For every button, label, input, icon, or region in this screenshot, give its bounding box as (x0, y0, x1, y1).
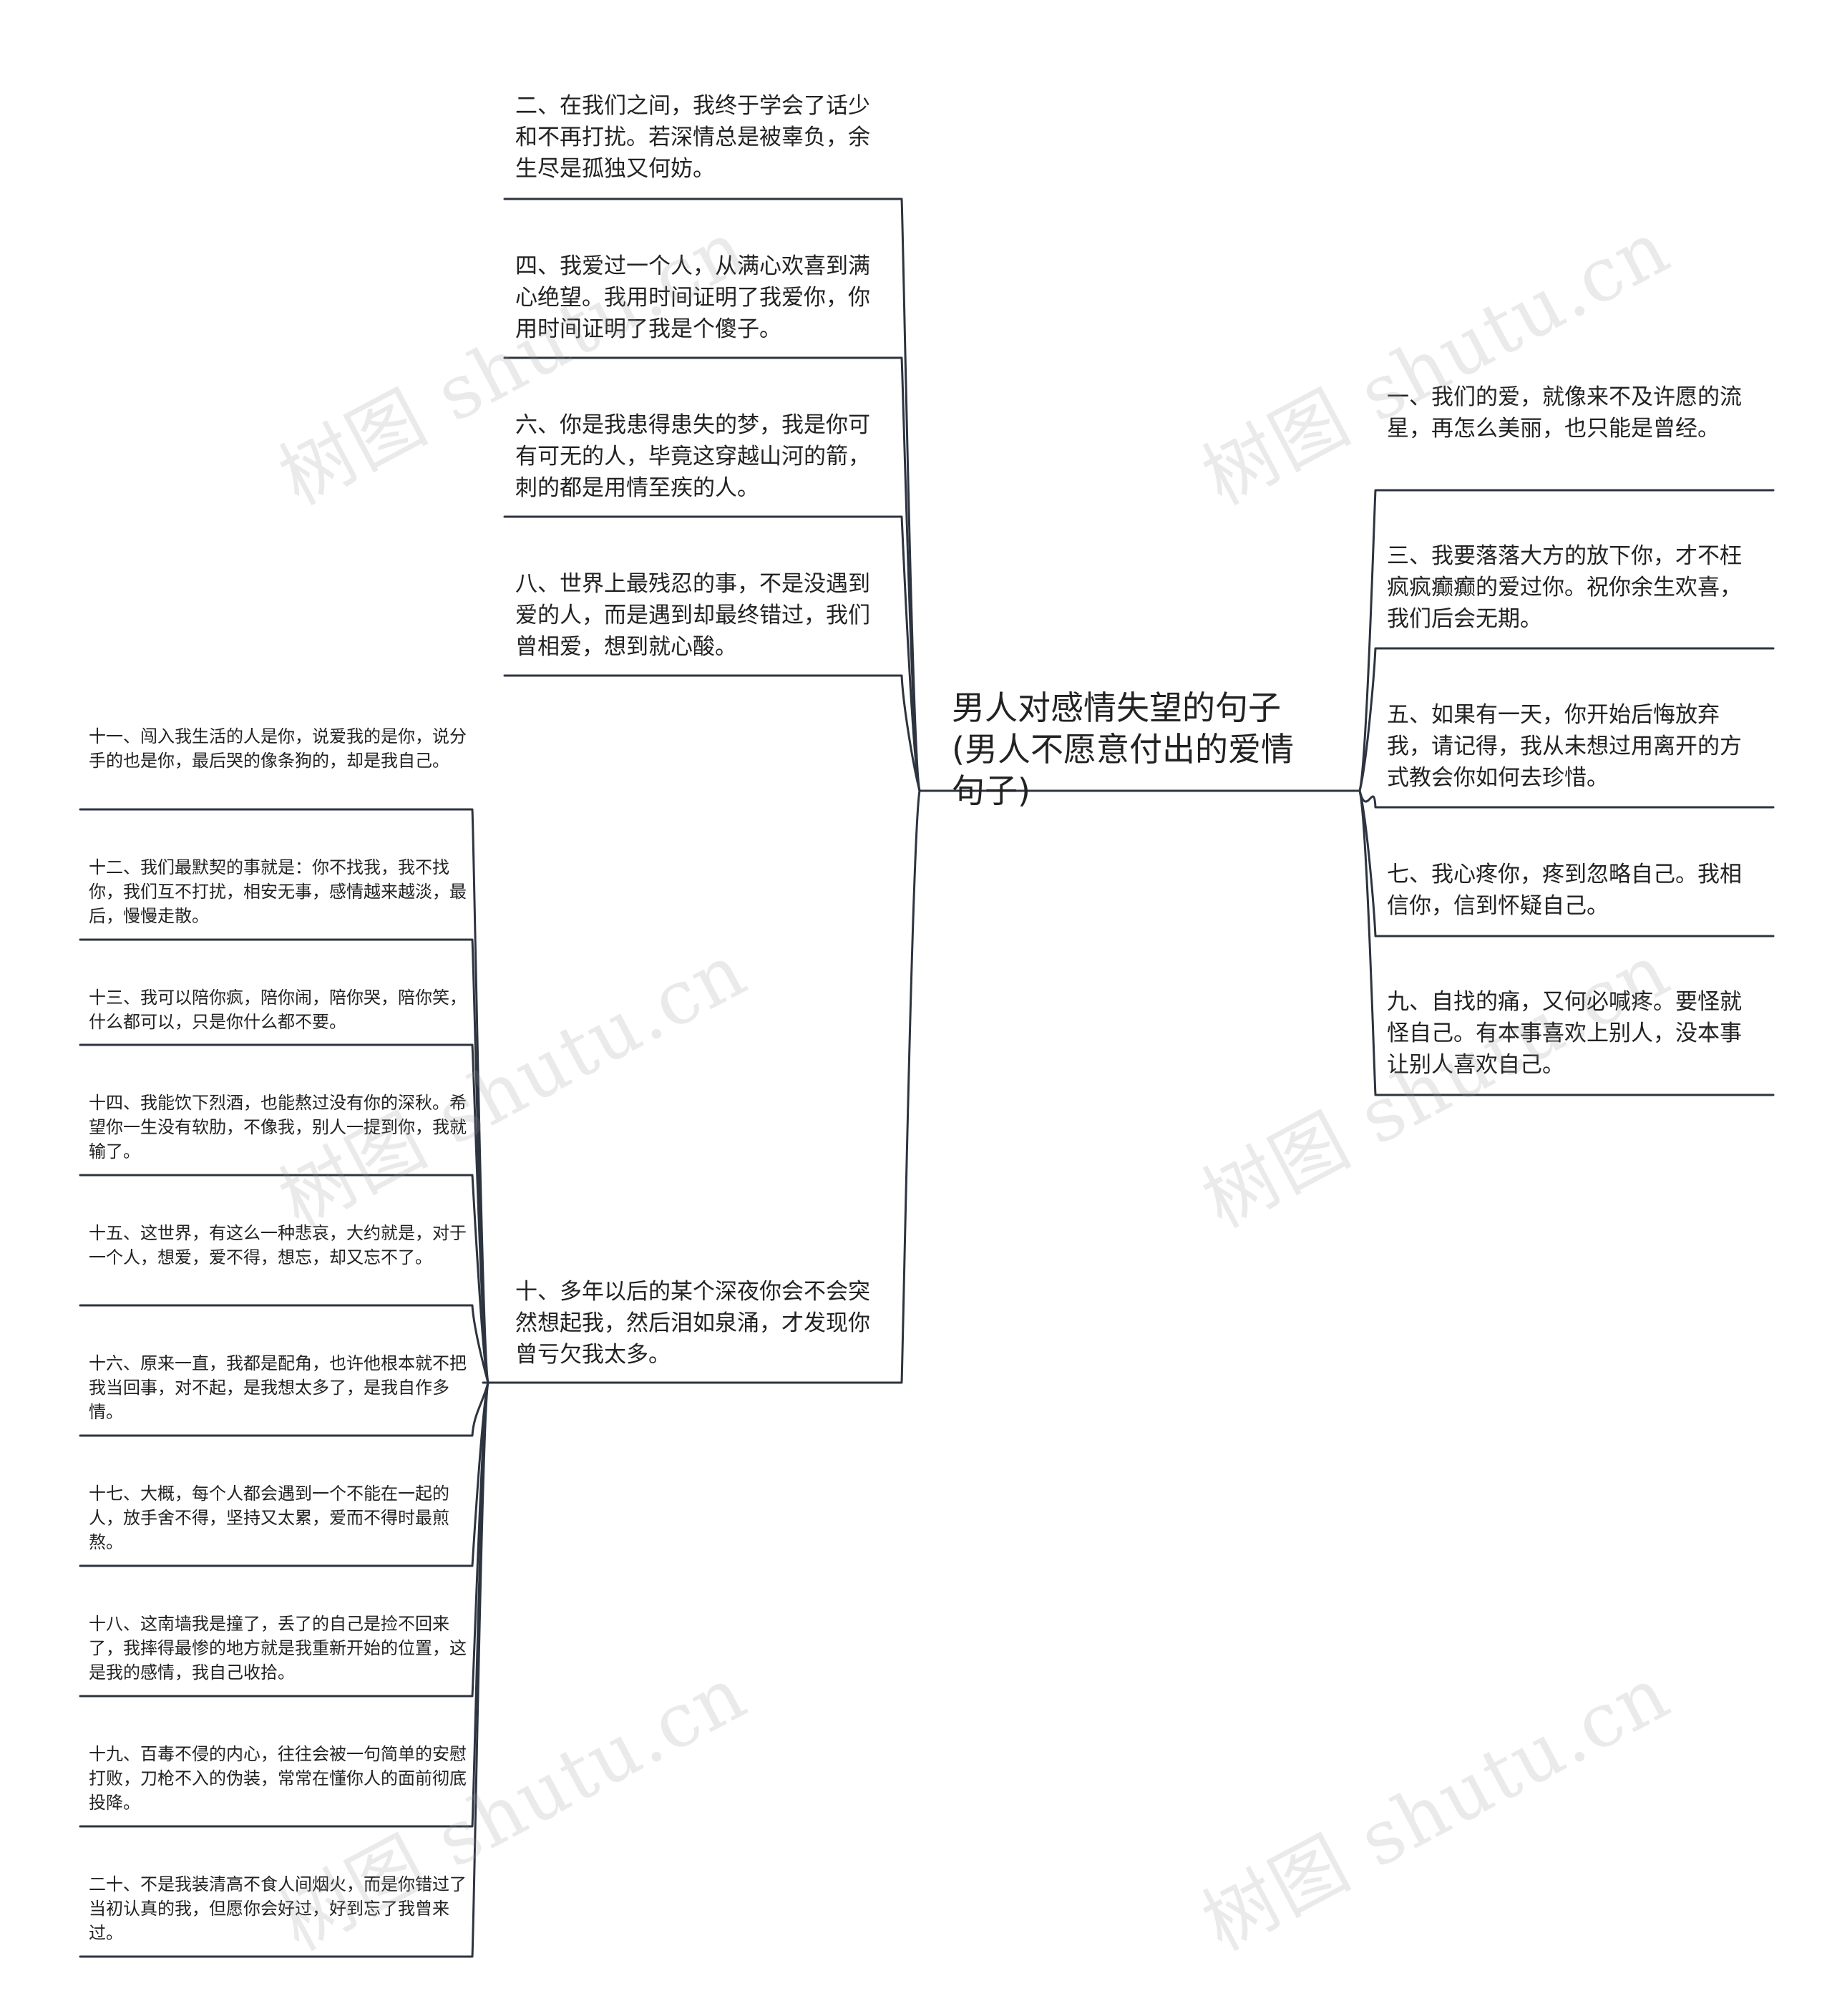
root-topic[interactable]: 男人对感情失望的句子(男人不愿意付出的爱情句子) (952, 688, 1294, 810)
branch-connector (900, 516, 921, 792)
topic-left-10[interactable]: 十、多年以后的某个深夜你会不会突然想起我，然后泪如泉涌，才发现你曾亏欠我太多。 (515, 1279, 870, 1368)
sub-connector (471, 1174, 489, 1383)
topic-sub-15[interactable]: 十五、这世界，有这么一种悲哀，大约就是，对于一个人，想爱，爱不得，想忘，却又忘不… (89, 1223, 467, 1267)
branch-connector (900, 675, 921, 792)
topic-right-5[interactable]: 五、如果有一天，你开始后悔放弃我，请记得，我从未想过用离开的方式教会你如何去珍惜… (1387, 702, 1742, 791)
topic-right-1[interactable]: 一、我们的爱，就像来不及许愿的流星，再怎么美丽，也只能是曾经。 (1387, 384, 1742, 442)
branch-connector (1358, 648, 1377, 792)
topic-sub-19[interactable]: 十九、百毒不侵的内心，往往会被一句简单的安慰打败，刀枪不入的伪装，常常在懂你人的… (89, 1744, 467, 1813)
topic-sub-12[interactable]: 十二、我们最默契的事就是：你不找我，我不找你，我们互不打扰，相安无事，感情越来越… (89, 857, 467, 926)
topic-left-4[interactable]: 四、我爱过一个人，从满心欢喜到满心绝望。我用时间证明了我爱你，你用时间证明了我是… (515, 253, 870, 342)
topic-sub-17[interactable]: 十七、大概，每个人都会遇到一个不能在一起的人，放手舍不得，坚持又太累，爱而不得时… (89, 1484, 449, 1552)
topic-sub-16[interactable]: 十六、原来一直，我都是配角，也许他根本就不把我当回事，对不起，是我想太多了，是我… (89, 1353, 467, 1422)
topic-sub-20[interactable]: 二十、不是我装清高不食人间烟火，而是你错过了当初认真的我，但愿你会好过，好到忘了… (89, 1874, 467, 1943)
topic-right-3[interactable]: 三、我要落落大方的放下你，才不枉疯疯癫癫的爱过你。祝你余生欢喜，我们后会无期。 (1387, 543, 1742, 632)
topic-left-2[interactable]: 二、在我们之间，我终于学会了话少和不再打扰。若深情总是被辜负，余生尽是孤独又何妨… (515, 93, 870, 182)
branch-connector (1358, 490, 1377, 792)
sub-connector (471, 1382, 489, 1957)
topic-left-8[interactable]: 八、世界上最残忍的事，不是没遇到爱的人，而是遇到却最终错过，我们曾相爱，想到就心… (515, 571, 870, 660)
topic-left-6[interactable]: 六、你是我患得患失的梦，我是你可有可无的人，毕竟这穿越山河的箭，刺的都是用情至疾… (515, 412, 870, 501)
topic-right-7[interactable]: 七、我心疼你，疼到忽略自己。我相信你，信到怀疑自己。 (1387, 862, 1742, 919)
branch-connector (1358, 790, 1377, 1096)
sub-connector (471, 1305, 489, 1383)
topic-sub-18[interactable]: 十八、这南墙我是撞了，丢了的自己是捡不回来了，我摔得最惨的地方就是我重新开始的位… (89, 1614, 467, 1683)
topic-sub-11[interactable]: 十一、闯入我生活的人是你，说爱我的是你，说分手的也是你，最后哭的像条狗的，却是我… (89, 726, 467, 771)
topic-sub-13[interactable]: 十三、我可以陪你疯，陪你闹，陪你哭，陪你笑，什么都可以，只是你什么都不要。 (89, 988, 467, 1032)
topic-sub-14[interactable]: 十四、我能饮下烈酒，也能熬过没有你的深秋。希望你一生没有软肋，不像我，别人一提到… (89, 1093, 467, 1162)
topic-right-9[interactable]: 九、自找的痛，又何必喊疼。要怪就怪自己。有本事喜欢上别人，没本事让别人喜欢自己。 (1387, 989, 1742, 1078)
branch-connector (900, 790, 921, 1383)
